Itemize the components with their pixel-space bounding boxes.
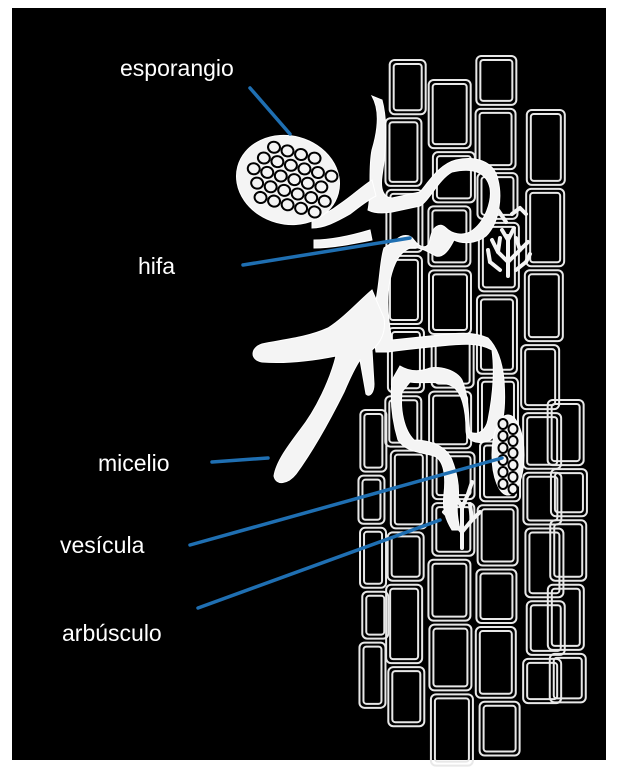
root-cell-inner [529,274,559,337]
root-cell-inner [480,113,512,165]
root-cell-inner [480,574,512,620]
root-cell-inner [392,536,420,576]
root-cell-inner [555,473,583,512]
root-cell-inner [433,396,467,445]
root-cell [431,694,473,765]
root-cell [527,110,565,185]
root-cell-inner [364,414,382,468]
root-cell-inner [435,698,469,761]
leader-micelio [212,458,268,462]
label-arbusculo: arbúsculo [62,620,162,646]
root-cell-inner [362,480,380,520]
labels: esporangio hifa micelio vesícula arbúscu… [60,55,234,646]
root-cell-inner [527,663,557,699]
root-cell-inner [433,274,467,330]
root-cell-inner [530,193,560,262]
root-cell [478,505,518,565]
root-cell [525,270,563,341]
label-hifa: hifa [138,253,175,279]
root-cell-inner [531,114,561,181]
root-cell [429,270,471,334]
root-cell [476,56,516,105]
root-cell-inner [531,605,561,651]
root-cell [429,80,471,148]
root-cell [476,627,516,698]
root-cell-inner [527,477,557,521]
root-cell [388,532,424,580]
root-cell-inner [392,671,420,722]
label-vesicula: vesícula [60,532,145,558]
root-cell [386,585,422,663]
root-cell-inner [432,564,466,617]
root-cell [428,560,470,621]
root-cell-inner [480,631,512,694]
root-cell [388,667,424,726]
root-cell-inner [433,84,467,144]
root-cell [391,451,427,529]
root-cell [550,654,586,703]
root-cell-inner [366,596,384,635]
root-cell [525,529,563,598]
root-cell-inner [390,589,418,659]
root-cell-inner [394,64,422,110]
root-cell [429,625,471,691]
root-cell-inner [482,509,514,561]
root-cell-inner [433,629,467,687]
root-cell-inner [363,647,381,704]
vesicle [492,415,524,495]
root-cell-inner [480,60,512,101]
leader-esporangio [250,88,290,134]
root-cell [476,109,516,169]
root-cell [385,118,421,186]
root-cell-inner [364,532,382,584]
label-micelio: micelio [98,450,170,476]
root-cell-inner [525,349,555,405]
label-esporangio: esporangio [120,55,234,81]
root-cell-inner [390,260,418,320]
root-cell [476,570,516,624]
root-cell [480,702,520,756]
root-cell [390,60,426,114]
root-cell [548,585,584,650]
root-cell-inner [484,706,516,752]
root-cell-inner [395,455,423,525]
root-cell [523,659,561,703]
root-cell-inner [389,122,417,182]
